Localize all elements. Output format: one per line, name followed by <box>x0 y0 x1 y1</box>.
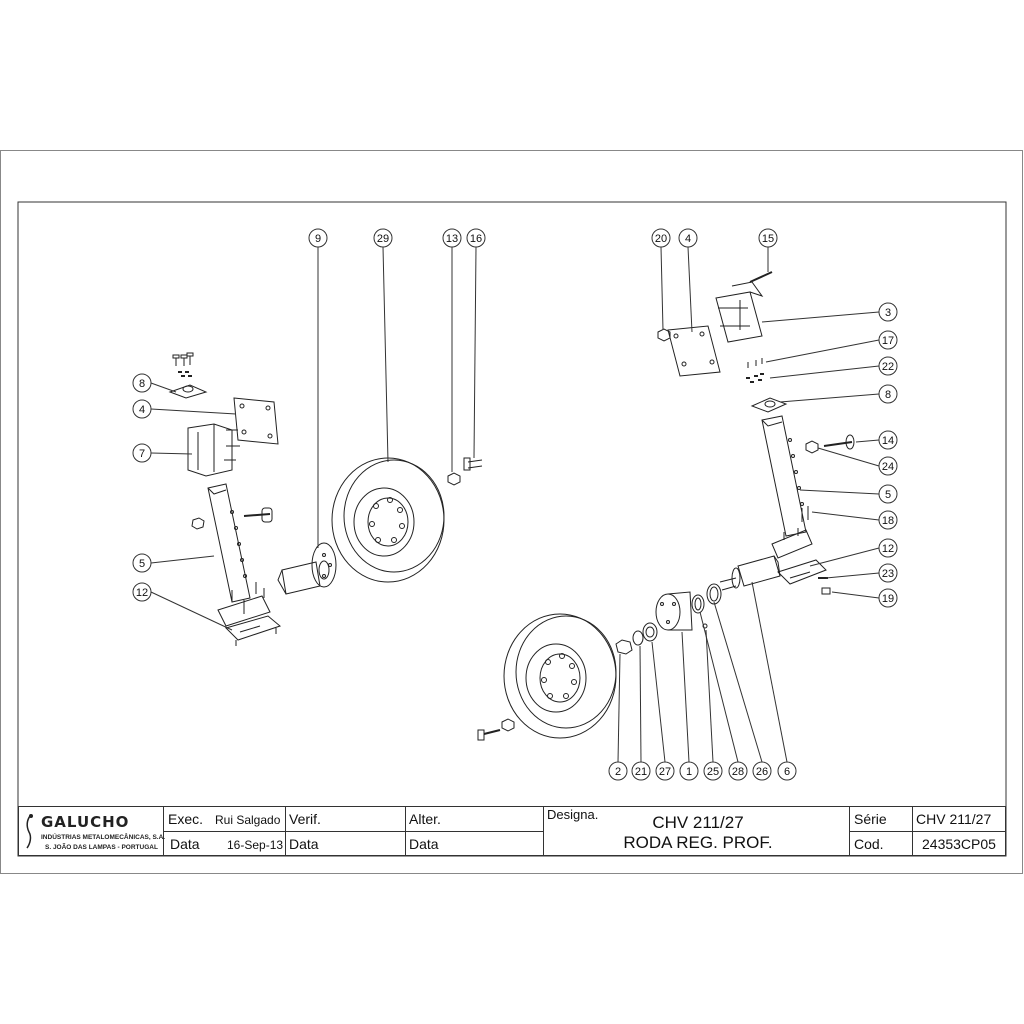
axle-stub <box>277 542 337 595</box>
callout-20: 20 <box>651 228 671 248</box>
cod-label: Cod. <box>854 836 884 852</box>
cod-value: 24353CP05 <box>922 836 996 852</box>
callout-23: 23 <box>878 563 898 583</box>
callout-27: 27 <box>655 761 675 781</box>
designation-line-2: RODA REG. PROF. <box>623 833 773 852</box>
callout-14: 14 <box>878 430 898 450</box>
callout-3: 3 <box>878 302 898 322</box>
callout-4-right-text: 4 <box>685 233 691 245</box>
callout-28-text: 28 <box>732 766 744 778</box>
callout-4-left-text: 4 <box>139 404 145 416</box>
callout-8-right-text: 8 <box>885 389 891 401</box>
callout-5-right: 5 <box>878 484 898 504</box>
callout-21: 21 <box>631 761 651 781</box>
designa-label: Designa. <box>547 807 599 822</box>
nut-and-bolt-top <box>447 457 483 486</box>
verif-label: Verif. <box>289 811 321 827</box>
date-label-2: Data <box>289 836 319 852</box>
callout-13-text: 13 <box>446 233 458 245</box>
company-line-2: S. JOÃO DAS LAMPAS - PORTUGAL <box>45 844 158 851</box>
callout-5-right-text: 5 <box>885 489 891 501</box>
callout-16-text: 16 <box>470 233 482 245</box>
designation-line-1: CHV 211/27 <box>652 813 744 832</box>
callout-29: 29 <box>373 228 393 248</box>
nut-and-bolt-bottom <box>477 718 515 741</box>
spindle <box>719 555 781 591</box>
callout-26: 26 <box>752 761 772 781</box>
wheel-lower <box>503 613 617 739</box>
callout-1-text: 1 <box>686 766 692 778</box>
callout-12-left-text: 12 <box>136 587 148 599</box>
callout-23-text: 23 <box>882 568 894 580</box>
callout-4-left: 4 <box>132 399 152 419</box>
alter-label: Alter. <box>409 811 441 827</box>
callout-26-text: 26 <box>756 766 768 778</box>
drawing-frame <box>17 201 1007 857</box>
exec-label: Exec. <box>168 811 204 827</box>
date-value: 16-Sep-13 <box>227 838 284 852</box>
callout-8-left: 8 <box>132 373 152 393</box>
wheel-upper <box>331 457 445 583</box>
logo-figure-icon <box>26 814 33 849</box>
callout-16: 16 <box>466 228 486 248</box>
hub-parts <box>615 583 722 655</box>
callout-17: 17 <box>878 330 898 350</box>
callout-24-text: 24 <box>882 461 894 473</box>
callout-7: 7 <box>132 443 152 463</box>
callouts: 9 29 13 16 20 4 15 3 17 22 8 14 24 5 18 … <box>132 228 898 781</box>
callout-15-text: 15 <box>762 233 774 245</box>
callout-27-text: 27 <box>659 766 671 778</box>
date-label-3: Data <box>409 836 439 852</box>
callout-5-left: 5 <box>132 553 152 573</box>
callout-8-right: 8 <box>878 384 898 404</box>
callout-4-right: 4 <box>678 228 698 248</box>
callout-12-right: 12 <box>878 538 898 558</box>
company-name: GALUCHO <box>41 813 130 831</box>
callout-8-left-text: 8 <box>139 378 145 390</box>
callout-18: 18 <box>878 510 898 530</box>
exec-value: Rui Salgado <box>215 813 281 827</box>
callout-29-text: 29 <box>377 233 389 245</box>
callout-1: 1 <box>679 761 699 781</box>
title-block: GALUCHO INDÚSTRIAS METALOMECÂNICAS, S.A.… <box>18 806 1006 856</box>
company-line-1: INDÚSTRIAS METALOMECÂNICAS, S.A. <box>41 834 166 841</box>
callout-2-text: 2 <box>615 766 621 778</box>
callout-14-text: 14 <box>882 435 894 447</box>
callout-22: 22 <box>878 356 898 376</box>
callout-25: 25 <box>703 761 723 781</box>
callout-22-text: 22 <box>882 361 894 373</box>
sheet-outer-border <box>0 150 1023 874</box>
callout-9: 9 <box>308 228 328 248</box>
callout-13: 13 <box>442 228 462 248</box>
callout-19: 19 <box>878 588 898 608</box>
callout-12-left: 12 <box>132 582 152 602</box>
callout-28: 28 <box>728 761 748 781</box>
callout-15: 15 <box>758 228 778 248</box>
callout-21-text: 21 <box>635 766 647 778</box>
right-assembly <box>657 271 855 595</box>
company-logo: GALUCHO INDÚSTRIAS METALOMECÂNICAS, S.A.… <box>21 810 165 854</box>
leader-lines <box>150 246 880 763</box>
callout-5-left-text: 5 <box>139 558 145 570</box>
callout-17-text: 17 <box>882 335 894 347</box>
left-assembly <box>168 352 282 646</box>
callout-12-right-text: 12 <box>882 543 894 555</box>
serie-label: Série <box>854 811 887 827</box>
callout-9-text: 9 <box>315 233 321 245</box>
callout-24: 24 <box>878 456 898 476</box>
callout-6-text: 6 <box>784 766 790 778</box>
date-label-1: Data <box>170 836 200 852</box>
callout-18-text: 18 <box>882 515 894 527</box>
callout-20-text: 20 <box>655 233 667 245</box>
callout-19-text: 19 <box>882 593 894 605</box>
serie-value: CHV 211/27 <box>916 811 992 827</box>
callout-2: 2 <box>608 761 628 781</box>
callout-6: 6 <box>777 761 797 781</box>
callout-25-text: 25 <box>707 766 719 778</box>
callout-3-text: 3 <box>885 307 891 319</box>
callout-7-text: 7 <box>139 448 145 460</box>
